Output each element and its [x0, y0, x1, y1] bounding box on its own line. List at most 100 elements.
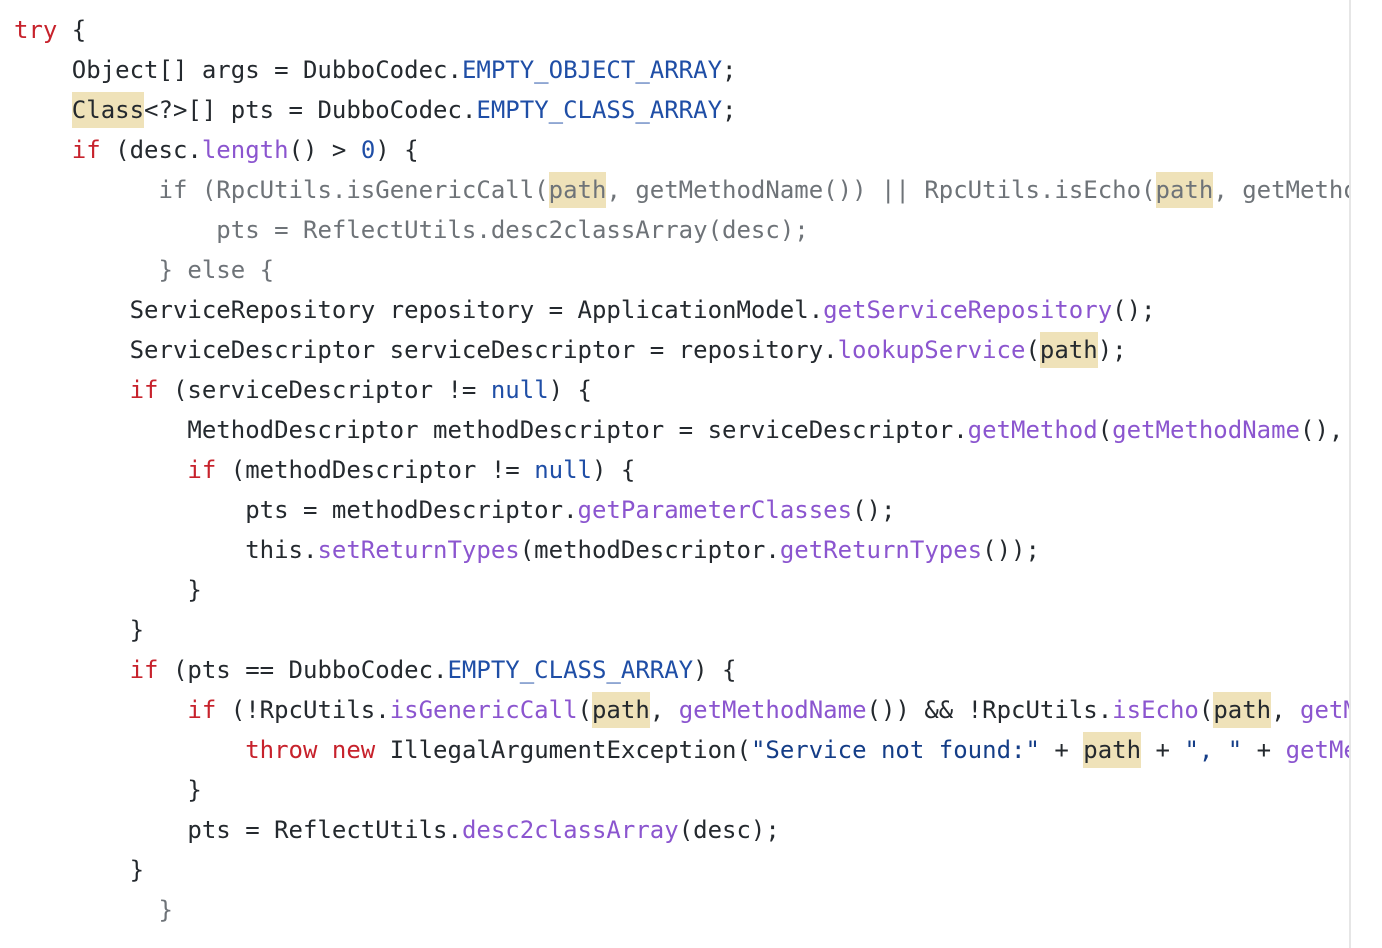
code-token: if: [129, 656, 159, 684]
code-token: new: [331, 736, 376, 764]
code-token: (: [577, 696, 592, 724]
code-token: ) {: [548, 376, 592, 404]
code-token: MethodDescriptor methodDescriptor = serv…: [187, 416, 968, 444]
code-token: getReturnTypes: [779, 536, 983, 564]
code-line[interactable]: if (methodDescriptor != null) {: [187, 450, 635, 490]
code-line[interactable]: }: [130, 610, 144, 650]
code-token: } else {: [158, 256, 275, 284]
code-token: this.: [245, 536, 318, 564]
highlighted-token: path: [548, 172, 607, 208]
code-line[interactable]: pts = ReflectUtils.desc2classArray(desc)…: [216, 210, 808, 250]
code-token: null: [490, 376, 549, 404]
code-token: ) {: [693, 656, 737, 684]
code-token: if (RpcUtils.isGenericCall(: [158, 176, 549, 204]
code-token: getMethod: [967, 416, 1098, 444]
highlighted-token: Class: [71, 92, 145, 128]
scrollbar-edge: [1349, 0, 1351, 948]
code-token: ;: [722, 96, 737, 124]
code-line[interactable]: this.setReturnTypes(methodDescriptor.get…: [245, 530, 1040, 570]
code-token: (: [1025, 336, 1040, 364]
code-token: (desc);: [678, 816, 780, 844]
code-token: getMethodName: [1112, 416, 1300, 444]
code-line[interactable]: }: [130, 850, 144, 890]
code-token: (!RpcUtils.: [216, 696, 390, 724]
code-token: +: [1242, 736, 1286, 764]
code-line[interactable]: if (!RpcUtils.isGenericCall(path, getMet…: [187, 690, 1349, 730]
code-line[interactable]: if (serviceDescriptor != null) {: [130, 370, 592, 410]
code-token: getMethodName: [1285, 736, 1349, 764]
code-token: (), desc);: [1300, 416, 1344, 444]
code-token: ServiceRepository repository = Applicati…: [129, 296, 824, 324]
code-token: desc2classArray: [461, 816, 679, 844]
code-token: getParameterClasses: [577, 496, 853, 524]
code-token: <?>[] pts = DubboCodec.: [144, 96, 477, 124]
code-line[interactable]: try {: [14, 10, 86, 50]
code-token: (: [1097, 416, 1113, 444]
code-token: , getMethodName()) || RpcUtils.isEcho(: [606, 176, 1156, 204]
code-token: ", ": [1184, 736, 1243, 764]
code-token: if: [187, 696, 217, 724]
code-token: (serviceDescriptor !=: [158, 376, 491, 404]
code-token: getMethodName: [678, 696, 867, 724]
code-line[interactable]: MethodDescriptor methodDescriptor = serv…: [187, 410, 1349, 450]
code-token: if: [187, 456, 217, 484]
code-token: }: [129, 856, 145, 884]
code-line[interactable]: }: [159, 890, 173, 930]
code-token: 0: [360, 136, 376, 164]
code-token: +: [1039, 736, 1084, 764]
code-token: (methodDescriptor !=: [216, 456, 535, 484]
code-token: setReturnTypes: [317, 536, 520, 564]
highlighted-token: path: [1039, 332, 1098, 368]
code-token: ,: [1271, 696, 1301, 724]
code-token: EMPTY_CLASS_ARRAY: [447, 656, 694, 684]
code-token: length: [201, 136, 289, 164]
code-line[interactable]: } else {: [159, 250, 275, 290]
code-token: ServiceDescriptor serviceDescriptor = re…: [129, 336, 838, 364]
code-line[interactable]: Class<?>[] pts = DubboCodec.EMPTY_CLASS_…: [71, 90, 737, 130]
code-token: ) {: [591, 456, 636, 484]
code-token: getMethodName: [1300, 696, 1349, 724]
code-token: ()) && !RpcUtils.: [866, 696, 1113, 724]
code-token: isGenericCall: [389, 696, 578, 724]
highlighted-token: path: [1083, 732, 1142, 768]
vertical-scrollbar[interactable]: [1351, 0, 1382, 948]
code-token: isEcho: [1112, 696, 1199, 724]
code-line[interactable]: ServiceDescriptor serviceDescriptor = re…: [130, 330, 1127, 370]
code-line[interactable]: pts = methodDescriptor.getParameterClass…: [245, 490, 895, 530]
code-line[interactable]: pts = ReflectUtils.desc2classArray(desc)…: [187, 810, 779, 850]
code-token: "Service not found:": [750, 736, 1040, 764]
code-token: (methodDescriptor.: [519, 536, 780, 564]
code-token: ());: [982, 536, 1040, 564]
code-token: (pts == DubboCodec.: [158, 656, 448, 684]
code-line[interactable]: throw new IllegalArgumentException("Serv…: [245, 730, 1349, 770]
code-token: null: [534, 456, 592, 484]
code-line[interactable]: if (pts == DubboCodec.EMPTY_CLASS_ARRAY)…: [130, 650, 737, 690]
code-token: {: [57, 16, 87, 44]
code-token: }: [187, 576, 202, 604]
code-token: try: [14, 16, 58, 44]
code-token: pts = ReflectUtils.: [187, 816, 462, 844]
code-token: lookupService: [837, 336, 1026, 364]
code-token: ();: [1112, 296, 1156, 324]
code-line[interactable]: if (RpcUtils.isGenericCall(path, getMeth…: [158, 170, 1349, 210]
code-line[interactable]: if (desc.length() > 0) {: [72, 130, 419, 170]
code-line[interactable]: Object[] args = DubboCodec.EMPTY_OBJECT_…: [72, 50, 737, 90]
code-token: (: [1198, 696, 1214, 724]
code-token: +: [1141, 736, 1185, 764]
code-line[interactable]: }: [187, 770, 201, 810]
code-line[interactable]: }: [187, 570, 201, 610]
code-token: [317, 736, 331, 764]
code-token: }: [129, 616, 145, 644]
code-token: ) {: [375, 136, 419, 164]
highlighted-token: path: [1213, 692, 1272, 728]
code-line[interactable]: ServiceRepository repository = Applicati…: [130, 290, 1156, 330]
code-token: ();: [852, 496, 896, 524]
code-token: pts = ReflectUtils.desc2classArray(desc)…: [216, 216, 809, 244]
code-token: (desc.: [100, 136, 202, 164]
highlighted-token: path: [591, 692, 650, 728]
code-area[interactable]: try {Object[] args = DubboCodec.EMPTY_OB…: [0, 0, 1349, 948]
code-token: getServiceRepository: [823, 296, 1113, 324]
code-token: Object[] args = DubboCodec.: [71, 56, 462, 84]
code-token: }: [158, 896, 173, 924]
